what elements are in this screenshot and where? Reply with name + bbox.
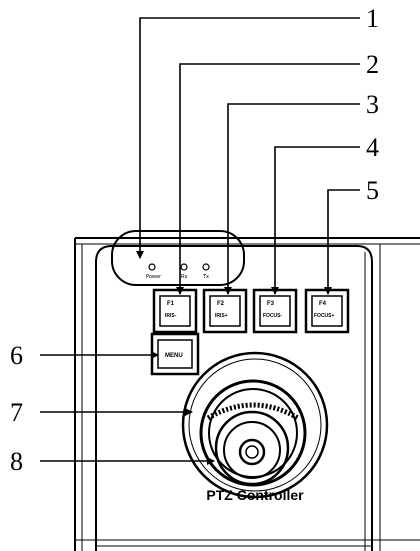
callout-number-2: 2 bbox=[366, 50, 379, 79]
power-indicator-label: Power bbox=[146, 274, 162, 280]
tx-indicator: Tx bbox=[202, 263, 210, 280]
device-body bbox=[74, 237, 420, 551]
callout-number-4: 4 bbox=[366, 133, 379, 162]
function-key-f3[interactable]: F3 FOCUS- bbox=[252, 288, 298, 334]
rx-indicator: Rx bbox=[180, 263, 188, 280]
key-f1-sub: IRIS- bbox=[165, 313, 177, 319]
joystick-stick[interactable] bbox=[214, 410, 290, 486]
callout-line-1 bbox=[136, 17, 360, 259]
function-key-f2[interactable]: F2 IRIS+ bbox=[202, 288, 248, 334]
zoom-ring[interactable] bbox=[199, 379, 307, 487]
callout-number-8: 8 bbox=[10, 447, 23, 476]
key-f3-sub: FOCUS- bbox=[263, 313, 283, 319]
indicator-panel: Power Rx Tx bbox=[111, 230, 245, 286]
menu-key-label: MENU bbox=[165, 353, 183, 359]
menu-key[interactable]: MENU bbox=[150, 332, 200, 376]
callout-number-3: 3 bbox=[366, 90, 379, 119]
callout-number-6: 6 bbox=[10, 341, 23, 370]
key-f3-label: F3 bbox=[267, 301, 275, 307]
function-key-f1[interactable]: F1 IRIS- bbox=[152, 288, 198, 334]
callout-number-7: 7 bbox=[10, 398, 23, 427]
callout-lines bbox=[40, 17, 360, 465]
device-title: PTZ Controller bbox=[206, 487, 304, 503]
key-f2-label: F2 bbox=[217, 301, 225, 307]
callout-number-5: 5 bbox=[366, 176, 379, 205]
callout-number-1: 1 bbox=[366, 4, 379, 33]
tx-indicator-label: Tx bbox=[202, 274, 209, 280]
power-indicator: Power bbox=[146, 263, 162, 280]
callout-line-2 bbox=[176, 63, 360, 295]
key-f2-sub: IRIS+ bbox=[215, 313, 228, 319]
callout-line-3 bbox=[224, 103, 360, 295]
function-key-f4[interactable]: F4 FOCUS+ bbox=[304, 288, 350, 334]
joystick[interactable] bbox=[181, 351, 329, 499]
rx-indicator-label: Rx bbox=[181, 274, 187, 280]
key-f1-label: F1 bbox=[167, 301, 175, 307]
callout-line-5 bbox=[324, 189, 360, 295]
key-f4-sub: FOCUS+ bbox=[314, 313, 335, 319]
key-f4-label: F4 bbox=[319, 301, 327, 307]
callout-line-4 bbox=[271, 146, 360, 295]
